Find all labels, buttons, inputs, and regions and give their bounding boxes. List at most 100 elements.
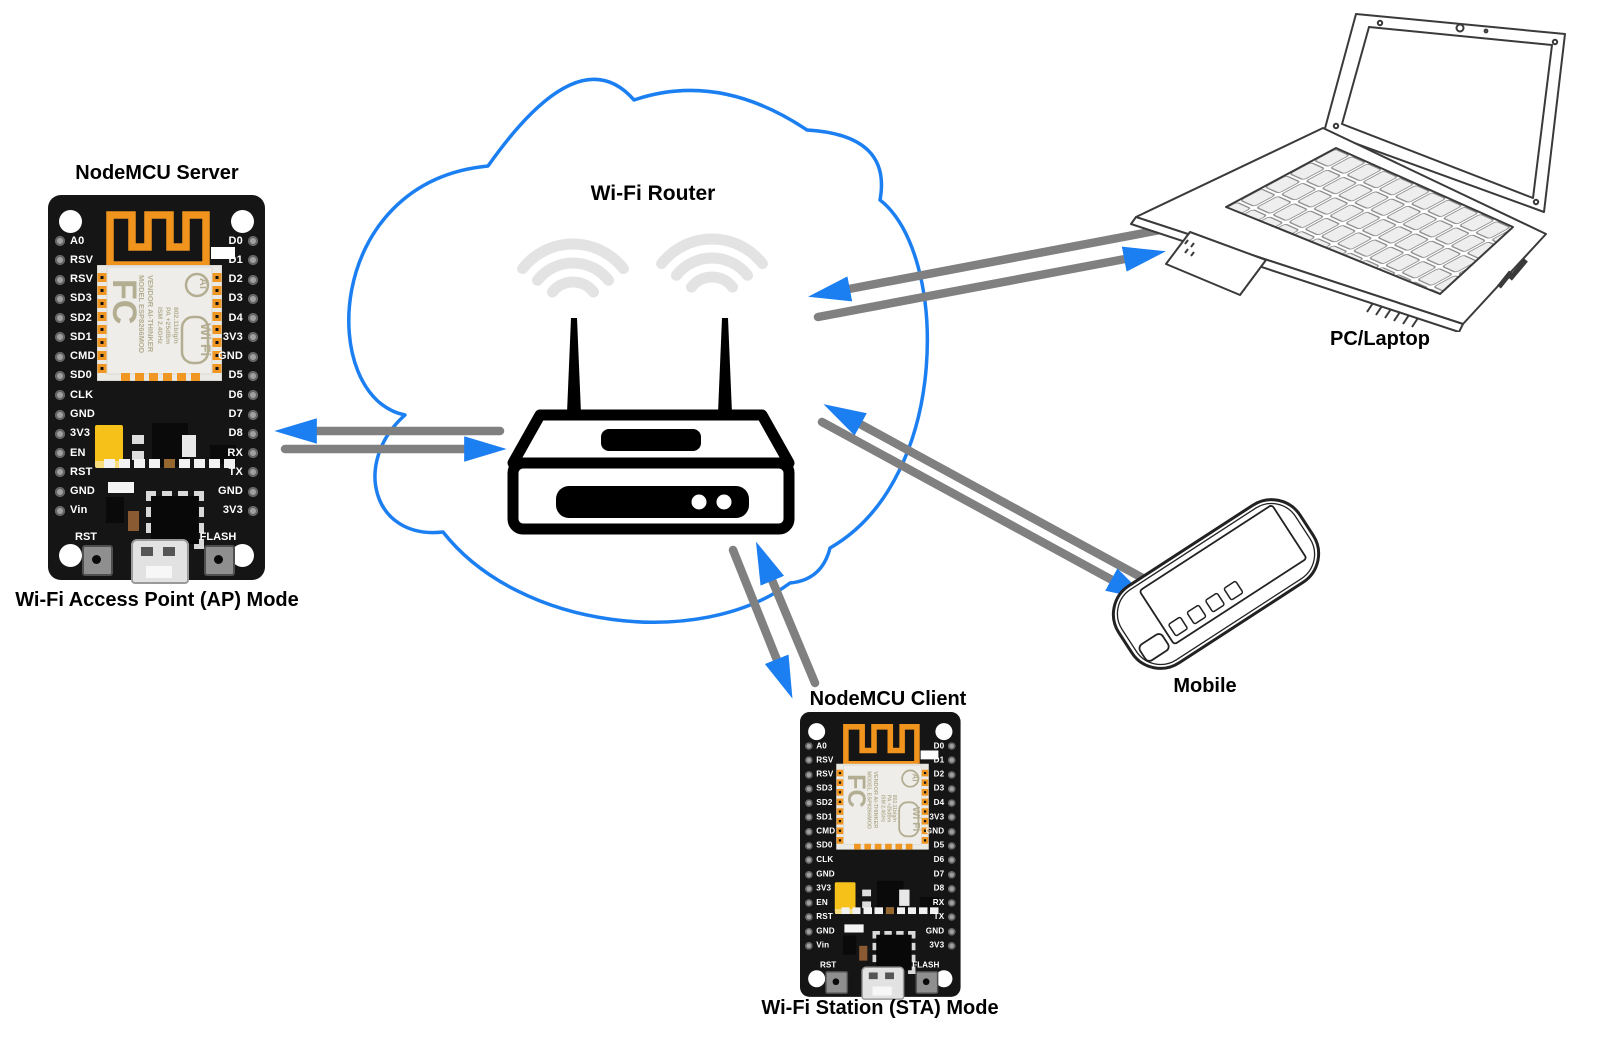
pin-row: D2 xyxy=(218,274,258,286)
pin-row: CLK xyxy=(55,389,96,401)
laptop-webcam xyxy=(1455,23,1465,33)
mounting-hole xyxy=(59,210,82,233)
mounting-hole xyxy=(808,723,826,741)
pin-dot xyxy=(805,870,813,879)
pin-row: A0 xyxy=(805,742,835,751)
nodemcu-server-board: FC MODEL ESP8266MOD VENDOR AI-THINKER IS… xyxy=(48,195,265,584)
svg-text:VENDOR AI-THINKER: VENDOR AI-THINKER xyxy=(872,771,878,828)
arrow-mobile-to-cloud xyxy=(823,404,1155,587)
reset-button xyxy=(82,545,113,576)
pin-row: RSV xyxy=(55,274,96,286)
svg-text:802.11b/g/n: 802.11b/g/n xyxy=(172,307,179,344)
usb-pad xyxy=(885,972,894,980)
pin-dot xyxy=(248,467,258,478)
pin-row: 3V3 xyxy=(926,941,956,950)
pin-row: A0 xyxy=(55,235,96,247)
pin-row: 3V3 xyxy=(55,428,96,440)
pin-dot xyxy=(948,870,956,879)
resistor xyxy=(132,435,144,444)
pin-dot xyxy=(805,927,813,936)
pin-dot xyxy=(248,293,258,304)
arrows xyxy=(274,225,1166,699)
pin-dot xyxy=(805,799,813,807)
flash-button-label: FLASH xyxy=(199,531,237,543)
pin-label: D8 xyxy=(933,883,945,893)
pin-label: TX xyxy=(933,912,945,922)
pin-dot xyxy=(805,827,813,836)
pcb-antenna xyxy=(843,724,939,767)
pin-row: D3 xyxy=(926,784,956,793)
resistor xyxy=(132,451,144,460)
pin-dot xyxy=(805,785,813,793)
pin-label: 3V3 xyxy=(70,427,91,440)
flash-button-label: FLASH xyxy=(912,960,940,970)
pin-dot xyxy=(948,785,956,793)
pin-dot xyxy=(948,885,956,893)
ai-thinker-logo xyxy=(184,272,210,298)
pin-row: TX xyxy=(218,466,258,478)
pin-dot xyxy=(248,505,258,516)
pin-row: D0 xyxy=(926,742,956,751)
pin-label: D6 xyxy=(228,388,243,401)
pin-label: 3V3 xyxy=(929,812,945,822)
resistor xyxy=(885,907,894,915)
pin-row: GND xyxy=(805,927,835,936)
pin-dot xyxy=(248,332,258,343)
pin-dot xyxy=(805,856,813,864)
pin-dot xyxy=(248,428,258,439)
pin-label: CLK xyxy=(816,855,834,865)
pin-label: 3V3 xyxy=(816,883,832,893)
pin-row: RSV xyxy=(805,756,835,765)
pin-dot xyxy=(248,274,258,285)
pin-row: D4 xyxy=(926,799,956,808)
pin-label: A0 xyxy=(70,234,85,247)
pin-dot xyxy=(55,467,65,478)
pin-label: CMD xyxy=(816,826,836,836)
wifi-waves-left xyxy=(517,238,629,298)
pin-row: D6 xyxy=(926,856,956,865)
phone-screen xyxy=(1139,505,1307,645)
pin-dot xyxy=(948,742,956,750)
pin-dot xyxy=(248,313,258,324)
svg-text:ISM 2.4GHz: ISM 2.4GHz xyxy=(156,307,163,345)
pin-dot xyxy=(805,942,813,950)
pin-row: 3V3 xyxy=(218,505,258,517)
pin-dot xyxy=(55,370,65,381)
pin-label: SD0 xyxy=(816,841,833,850)
pin-dot xyxy=(55,505,65,516)
pin-dot xyxy=(805,756,813,765)
pin-row: CMD xyxy=(55,351,96,363)
mounting-hole xyxy=(231,544,254,567)
usb-pad xyxy=(868,972,878,980)
pin-dot xyxy=(248,409,258,420)
pin-dot xyxy=(805,770,813,779)
pin-dot xyxy=(948,927,956,936)
pin-label: D4 xyxy=(933,798,945,808)
pin-label: Vin xyxy=(70,504,88,517)
pin-label: RX xyxy=(932,898,945,908)
pin-dot xyxy=(248,370,258,381)
usb-opening xyxy=(872,986,892,996)
pin-label: RX xyxy=(227,446,243,459)
pin-row: GND xyxy=(926,827,956,836)
pin-label: GND xyxy=(217,350,243,363)
pin-dot xyxy=(948,942,956,950)
pin-row: D3 xyxy=(218,293,258,305)
pin-row: SD1 xyxy=(55,331,96,343)
pin-row: CLK xyxy=(805,856,835,865)
resistor xyxy=(862,901,872,909)
esp8266-module: FC MODEL ESP8266MOD VENDOR AI-THINKER IS… xyxy=(97,265,222,381)
arrow-cloud-to-mobile xyxy=(817,417,1149,600)
pin-dot xyxy=(948,913,956,921)
pin-label: 3V3 xyxy=(222,504,243,517)
laptop-label: PC/Laptop xyxy=(1330,328,1430,350)
pin-label: D0 xyxy=(933,741,945,751)
pin-dot xyxy=(248,255,258,266)
pin-label: GND xyxy=(70,408,96,421)
pin-label: SD2 xyxy=(816,798,833,808)
nodemcu-client-board: FC MODEL ESP8266MOD VENDOR AI-THINKER IS… xyxy=(800,712,961,1000)
pin-label: D1 xyxy=(228,253,243,266)
pin-label: A0 xyxy=(816,741,827,751)
pin-dot xyxy=(948,827,956,836)
